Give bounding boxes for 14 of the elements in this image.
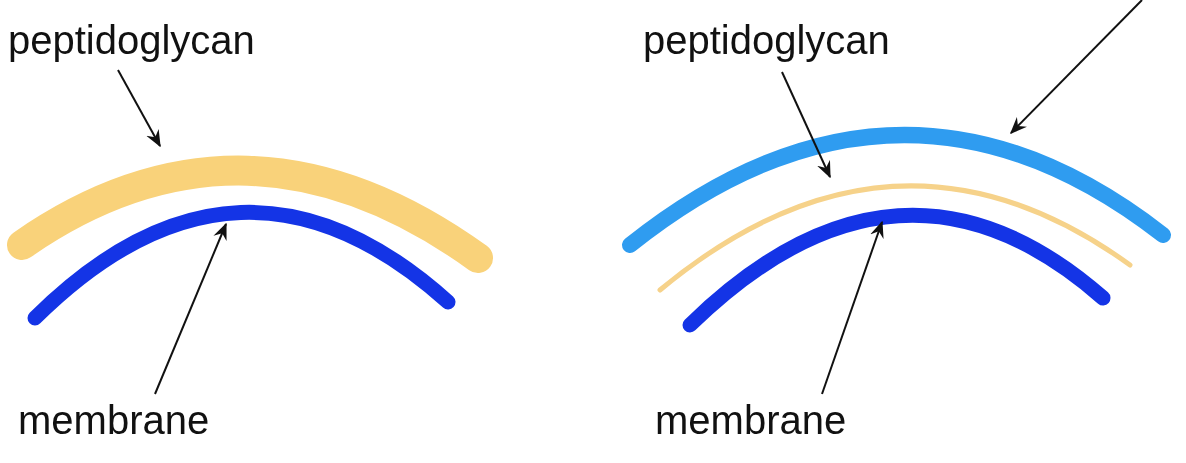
layer-label: membrane — [655, 398, 847, 442]
leader-arrow — [821, 220, 884, 395]
leader-arrow — [154, 222, 227, 395]
leader-arrow — [781, 71, 831, 179]
leader-arrow — [1010, 0, 1143, 134]
curved-layer — [622, 127, 1171, 253]
curved-layer — [27, 205, 456, 326]
leader-arrow — [117, 69, 161, 148]
layer-label: peptidoglycan — [643, 18, 890, 62]
curved-layer — [7, 155, 493, 273]
curved-layer — [657, 183, 1133, 293]
layer-label: membrane — [18, 398, 210, 442]
curved-layer — [682, 208, 1111, 333]
layer-label: peptidoglycan — [8, 18, 255, 62]
